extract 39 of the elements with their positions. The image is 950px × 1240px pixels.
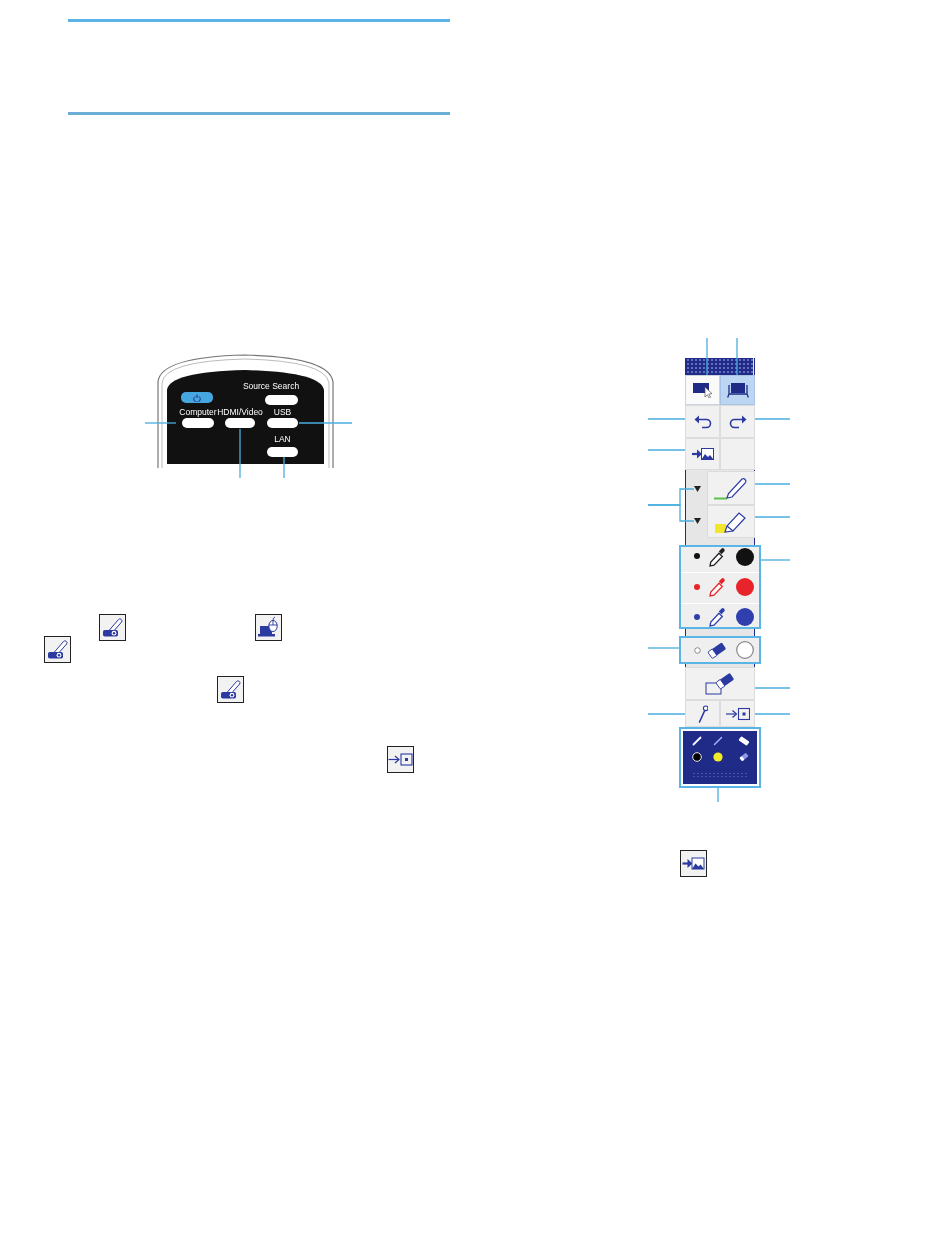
- button-label: Source Search: [242, 381, 300, 391]
- leader-line: [647, 713, 686, 715]
- leader-line: [647, 647, 680, 649]
- whiteboard-mode-tab: [720, 375, 755, 405]
- undo-button: [685, 405, 720, 438]
- leader-line: [239, 428, 241, 479]
- redo-button: [720, 405, 755, 438]
- dropdown-triangle-icon: [694, 486, 701, 492]
- leader-line: [717, 787, 719, 803]
- button-label: USB: [273, 407, 292, 417]
- leader-line: [754, 516, 791, 518]
- screen-mode-tab: [685, 375, 720, 405]
- button-label: HDMI/Video: [217, 407, 263, 417]
- quick-tool-panel: [679, 727, 761, 788]
- pen-button: [707, 471, 755, 505]
- eraser-size-panel: [679, 636, 761, 664]
- exit-button: [720, 700, 755, 727]
- button-label: Computer: [179, 407, 217, 417]
- power-button: [181, 392, 213, 403]
- leader-line: [647, 449, 686, 451]
- leader-line: [760, 559, 791, 561]
- leader-line: [647, 418, 686, 420]
- leader-line: [706, 337, 708, 376]
- leader-line: [754, 418, 791, 420]
- leader-line: [283, 456, 285, 479]
- leader-line: [144, 422, 177, 424]
- leader-line: [736, 337, 738, 376]
- leader-line: [647, 504, 695, 522]
- dropdown-triangle-icon: [694, 518, 701, 524]
- leader-line: [298, 422, 353, 424]
- pen-tool-button: [685, 700, 720, 727]
- button-label: LAN: [274, 434, 291, 444]
- leader-line: [754, 483, 791, 485]
- color-palette-panel: [679, 545, 761, 629]
- highlighter-button: [707, 505, 755, 538]
- insert-image-button: [685, 438, 720, 470]
- leader-line: [754, 713, 791, 715]
- clear-screen-button: [685, 667, 755, 700]
- leader-line: [754, 687, 791, 689]
